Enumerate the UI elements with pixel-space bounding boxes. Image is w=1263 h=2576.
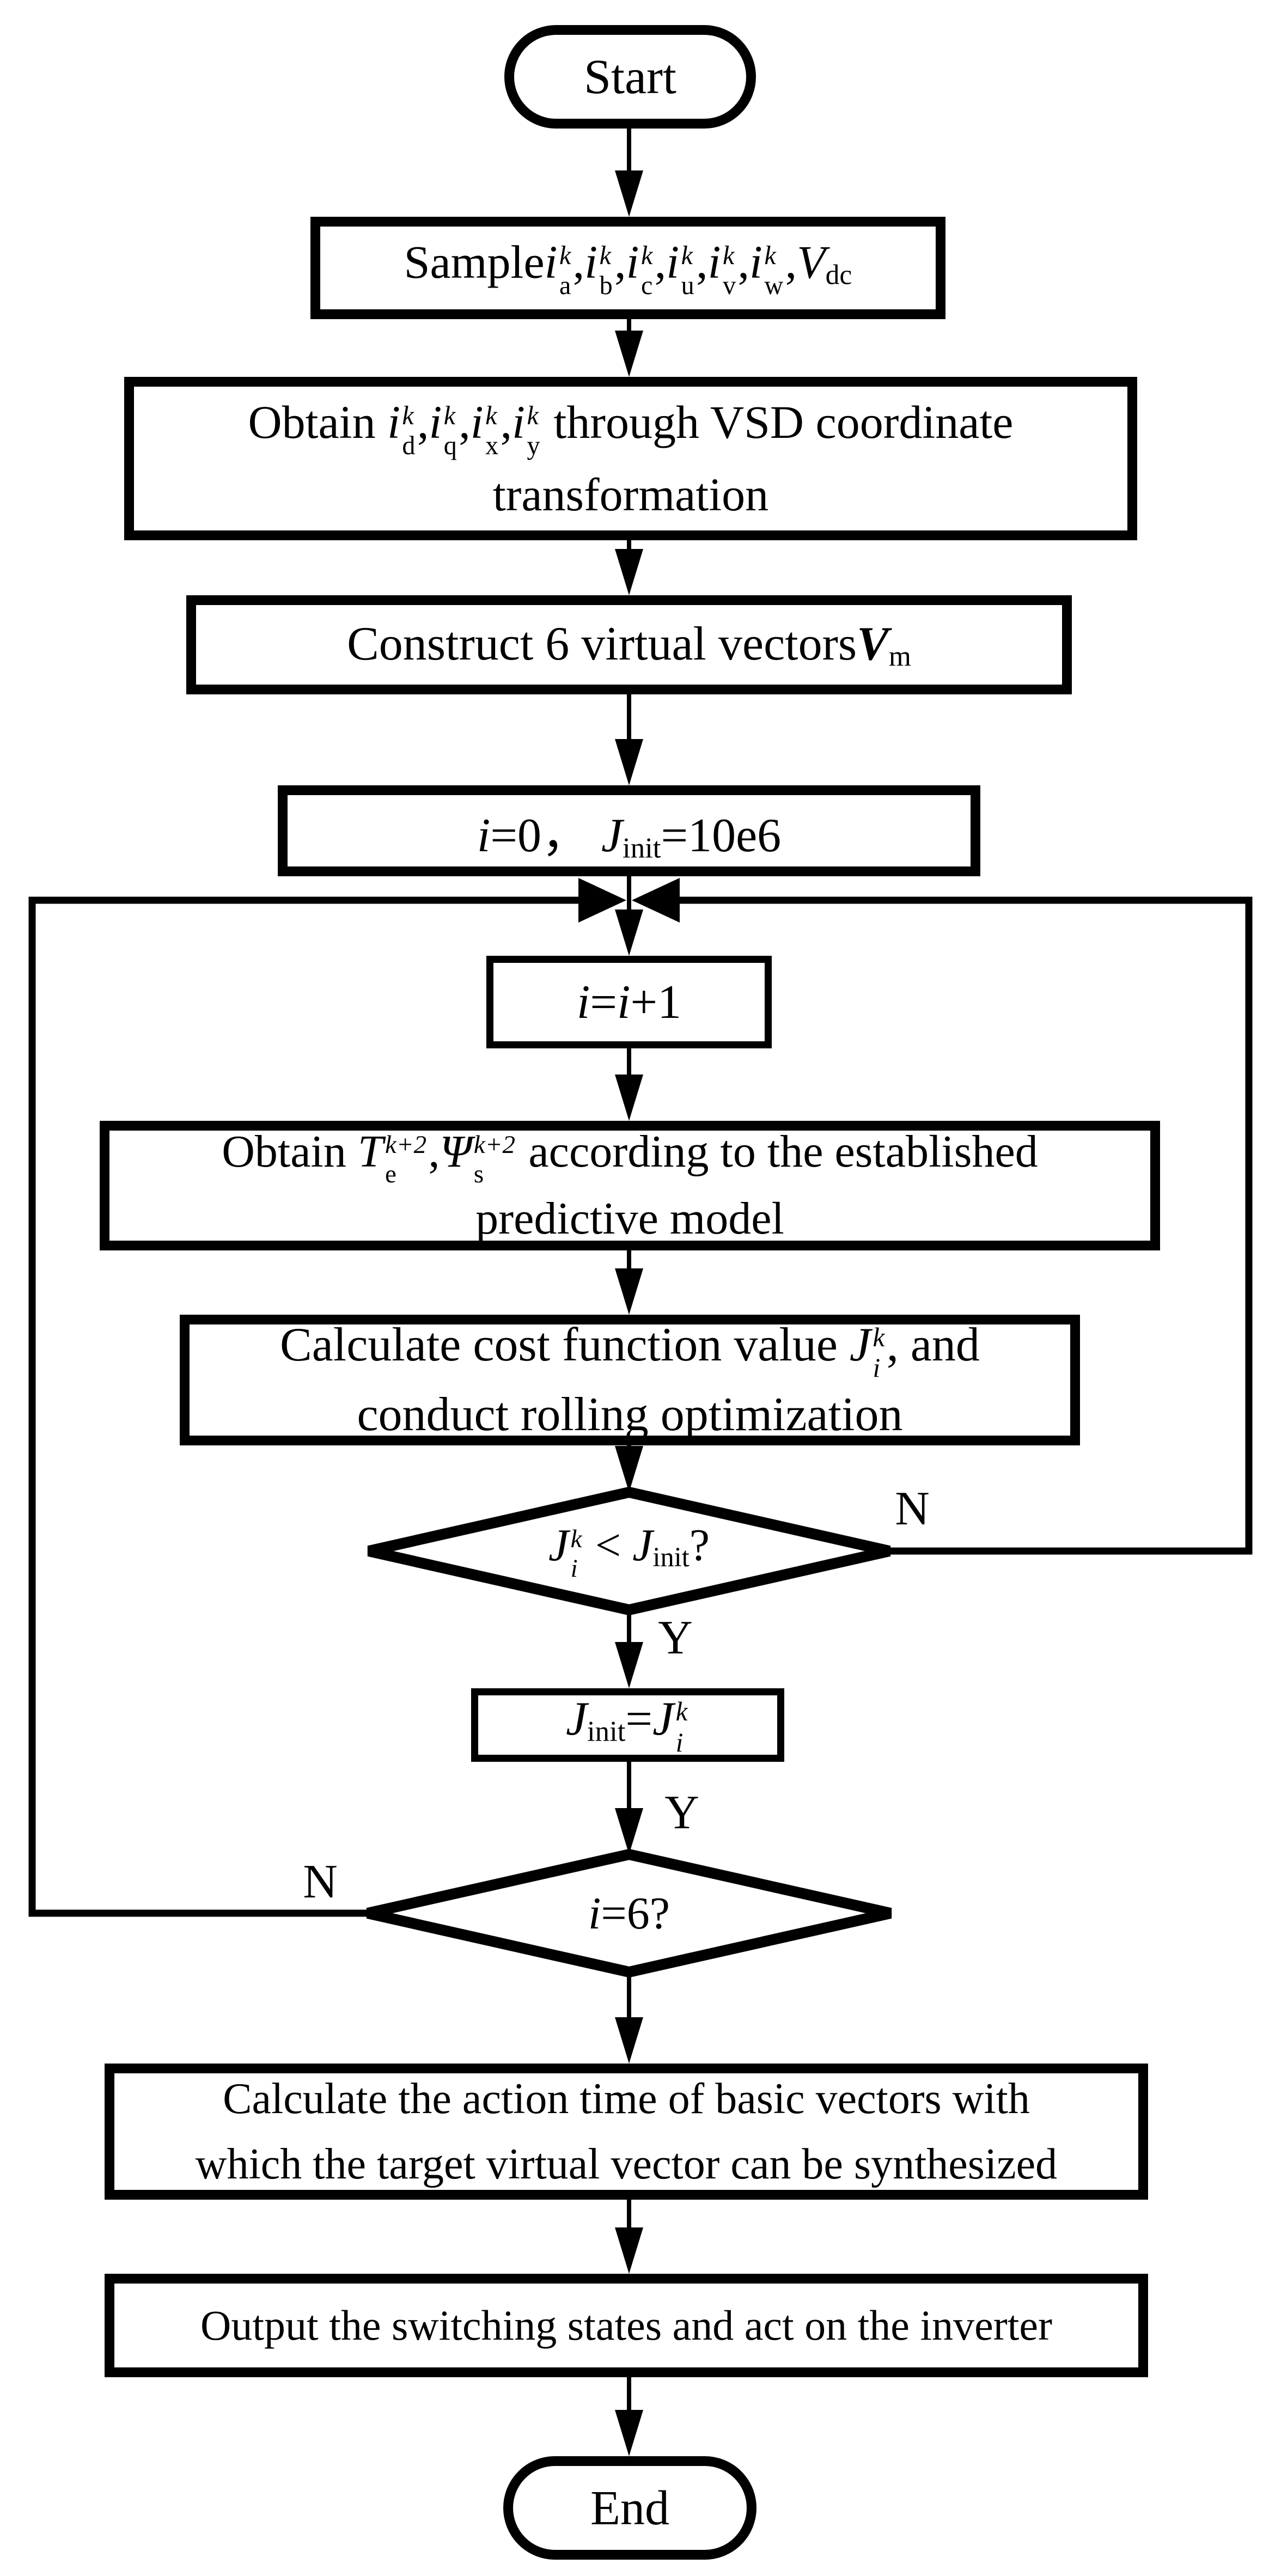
- construct-label: Construct 6 virtual vectorsVm: [347, 618, 911, 673]
- loopback-line-left: [28, 878, 626, 1917]
- arrow-output-to-end: [615, 2377, 643, 2456]
- arrow-cost-to-cost-check: [615, 1445, 643, 1492]
- loop-check-text: i=6?: [588, 1888, 670, 1939]
- node-initialize-variables: i=0， Jinit=10e6: [278, 785, 980, 876]
- decision-diamond-cost-check: [367, 1486, 891, 1616]
- start-label: Start: [584, 50, 676, 104]
- action-label: Calculate the action time of basic vecto…: [195, 2075, 1058, 2188]
- node-increment-i: i=i+1: [486, 956, 772, 1048]
- node-output-switching-states: Output the switching states and act on t…: [105, 2274, 1148, 2377]
- arrow-construct-to-init: [615, 694, 643, 785]
- arrow-start-to-sample: [615, 129, 643, 217]
- node-construct-virtual-vectors: Construct 6 virtual vectorsVm: [186, 595, 1072, 694]
- arrow-cost-check-to-assign: [615, 1610, 643, 1688]
- node-end-terminator: End: [503, 2456, 756, 2560]
- decision-loop-check-label: i=6?: [368, 1854, 890, 1972]
- arrow-predict-to-cost: [615, 1250, 643, 1315]
- arrow-action-to-output: [615, 2200, 643, 2274]
- arrow-vsd-to-construct: [615, 540, 643, 595]
- edge-label-no-right: N: [895, 1482, 930, 1535]
- arrow-assign-to-loop-check: [615, 1762, 643, 1854]
- loopback-line-right: [632, 878, 1253, 1555]
- increment-label: i=i+1: [576, 975, 682, 1029]
- edge-label-yes-second: Y: [664, 1786, 699, 1839]
- arrow-sample-to-vsd: [615, 319, 643, 377]
- output-label: Output the switching states and act on t…: [200, 2302, 1052, 2349]
- edge-label-yes-first: Y: [658, 1611, 693, 1664]
- arrow-loop-check-to-action: [615, 1972, 643, 2064]
- decision-diamond-loop-check: [366, 1848, 892, 1978]
- arrow-init-to-inc: [615, 876, 643, 956]
- arrow-inc-to-predict: [615, 1048, 643, 1121]
- edge-label-no-left: N: [303, 1855, 338, 1908]
- end-label: End: [590, 2481, 669, 2535]
- node-action-time: Calculate the action time of basic vecto…: [105, 2064, 1148, 2200]
- node-start-terminator: Start: [504, 25, 756, 129]
- init-label: i=0， Jinit=10e6: [477, 809, 782, 864]
